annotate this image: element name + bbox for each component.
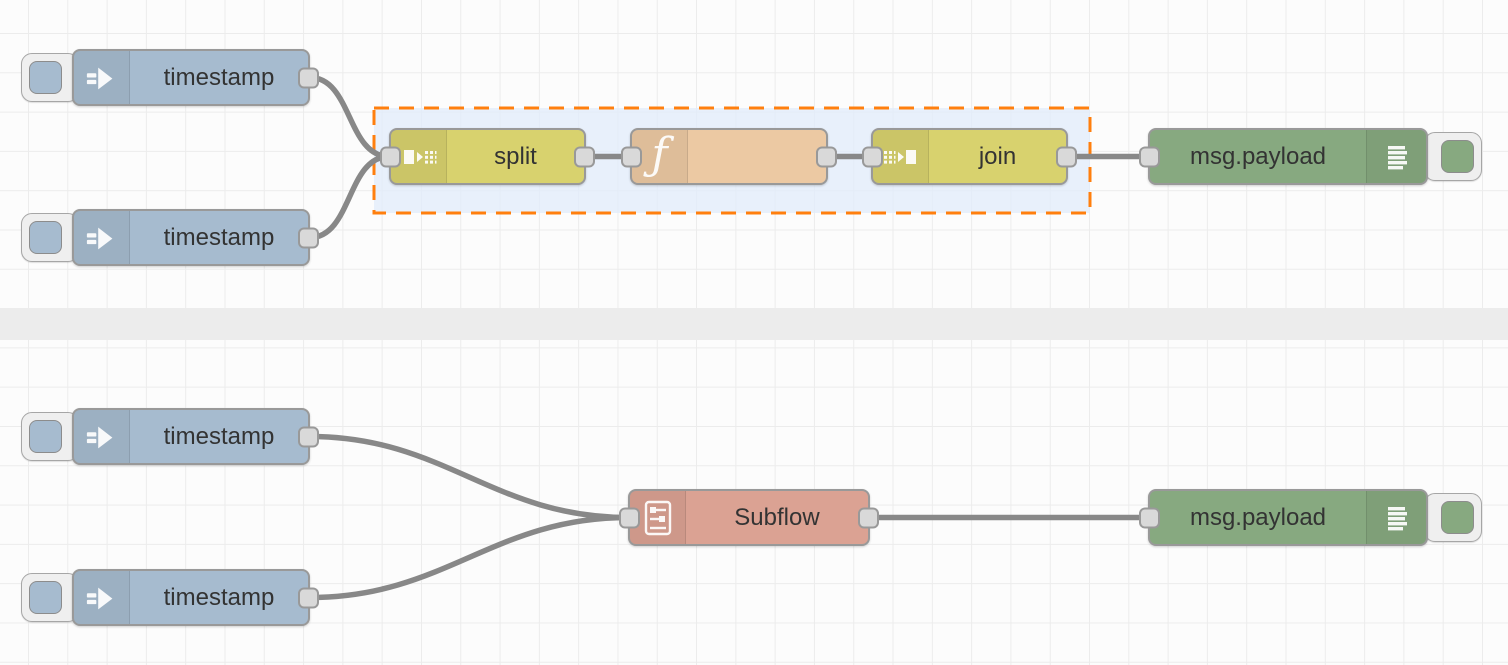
node-debug-msg-payload[interactable]: msg.payload [1139, 128, 1428, 185]
node-label: timestamp [163, 583, 275, 611]
node-label: timestamp [163, 223, 275, 251]
inject-button-inner[interactable] [29, 420, 62, 453]
input-port[interactable] [1139, 146, 1160, 167]
inject-button[interactable] [21, 213, 79, 262]
node-inject-timestamp[interactable]: timestamp [72, 49, 319, 106]
florin-glyph: ƒ [651, 128, 668, 180]
debug-toggle-button[interactable] [1424, 132, 1482, 181]
debug-toggle-inner[interactable] [1441, 140, 1474, 173]
inject-arrow-icon [74, 571, 130, 624]
input-port[interactable] [1139, 507, 1160, 528]
node-inject-timestamp[interactable]: timestamp [72, 569, 319, 626]
node-join[interactable]: join [862, 128, 1077, 185]
node-label: timestamp [163, 422, 275, 450]
node-debug-msg-payload[interactable]: msg.payload [1139, 489, 1428, 546]
node-split[interactable]: split [380, 128, 595, 185]
node-function[interactable]: ƒ [621, 128, 837, 185]
inject-button[interactable] [21, 573, 79, 622]
debug-toggle-inner[interactable] [1441, 501, 1474, 534]
node-subflow[interactable]: Subflow [619, 489, 879, 546]
inject-arrow-icon [74, 410, 130, 463]
debug-list-icon [1366, 491, 1426, 544]
input-port[interactable] [380, 146, 401, 167]
output-port[interactable] [298, 587, 319, 608]
output-port[interactable] [1056, 146, 1077, 167]
node-inject-timestamp[interactable]: timestamp [72, 408, 319, 465]
section-divider [0, 308, 1508, 340]
node-label [688, 130, 826, 183]
node-label: join [978, 142, 1017, 170]
node-label: split [494, 142, 537, 170]
node-label: Subflow [734, 503, 820, 531]
input-port[interactable] [862, 146, 883, 167]
inject-button-inner[interactable] [29, 61, 62, 94]
inject-button[interactable] [21, 53, 79, 102]
wire[interactable] [307, 514, 631, 601]
input-port[interactable] [619, 507, 640, 528]
wire[interactable] [307, 153, 392, 241]
inject-arrow-icon [74, 211, 130, 264]
output-port[interactable] [816, 146, 837, 167]
inject-button[interactable] [21, 412, 79, 461]
output-port[interactable] [298, 227, 319, 248]
inject-button-inner[interactable] [29, 581, 62, 614]
output-port[interactable] [298, 67, 319, 88]
node-label: msg.payload [1189, 503, 1327, 531]
output-port[interactable] [858, 507, 879, 528]
wire[interactable] [307, 433, 631, 521]
output-port[interactable] [574, 146, 595, 167]
wire[interactable] [307, 74, 392, 160]
input-port[interactable] [621, 146, 642, 167]
node-label: timestamp [163, 63, 275, 91]
debug-toggle-button[interactable] [1424, 493, 1482, 542]
node-label: msg.payload [1189, 142, 1327, 170]
inject-arrow-icon [74, 51, 130, 104]
node-inject-timestamp[interactable]: timestamp [72, 209, 319, 266]
inject-button-inner[interactable] [29, 221, 62, 254]
subflow-icon [630, 491, 686, 544]
output-port[interactable] [298, 426, 319, 447]
debug-list-icon [1366, 130, 1426, 183]
